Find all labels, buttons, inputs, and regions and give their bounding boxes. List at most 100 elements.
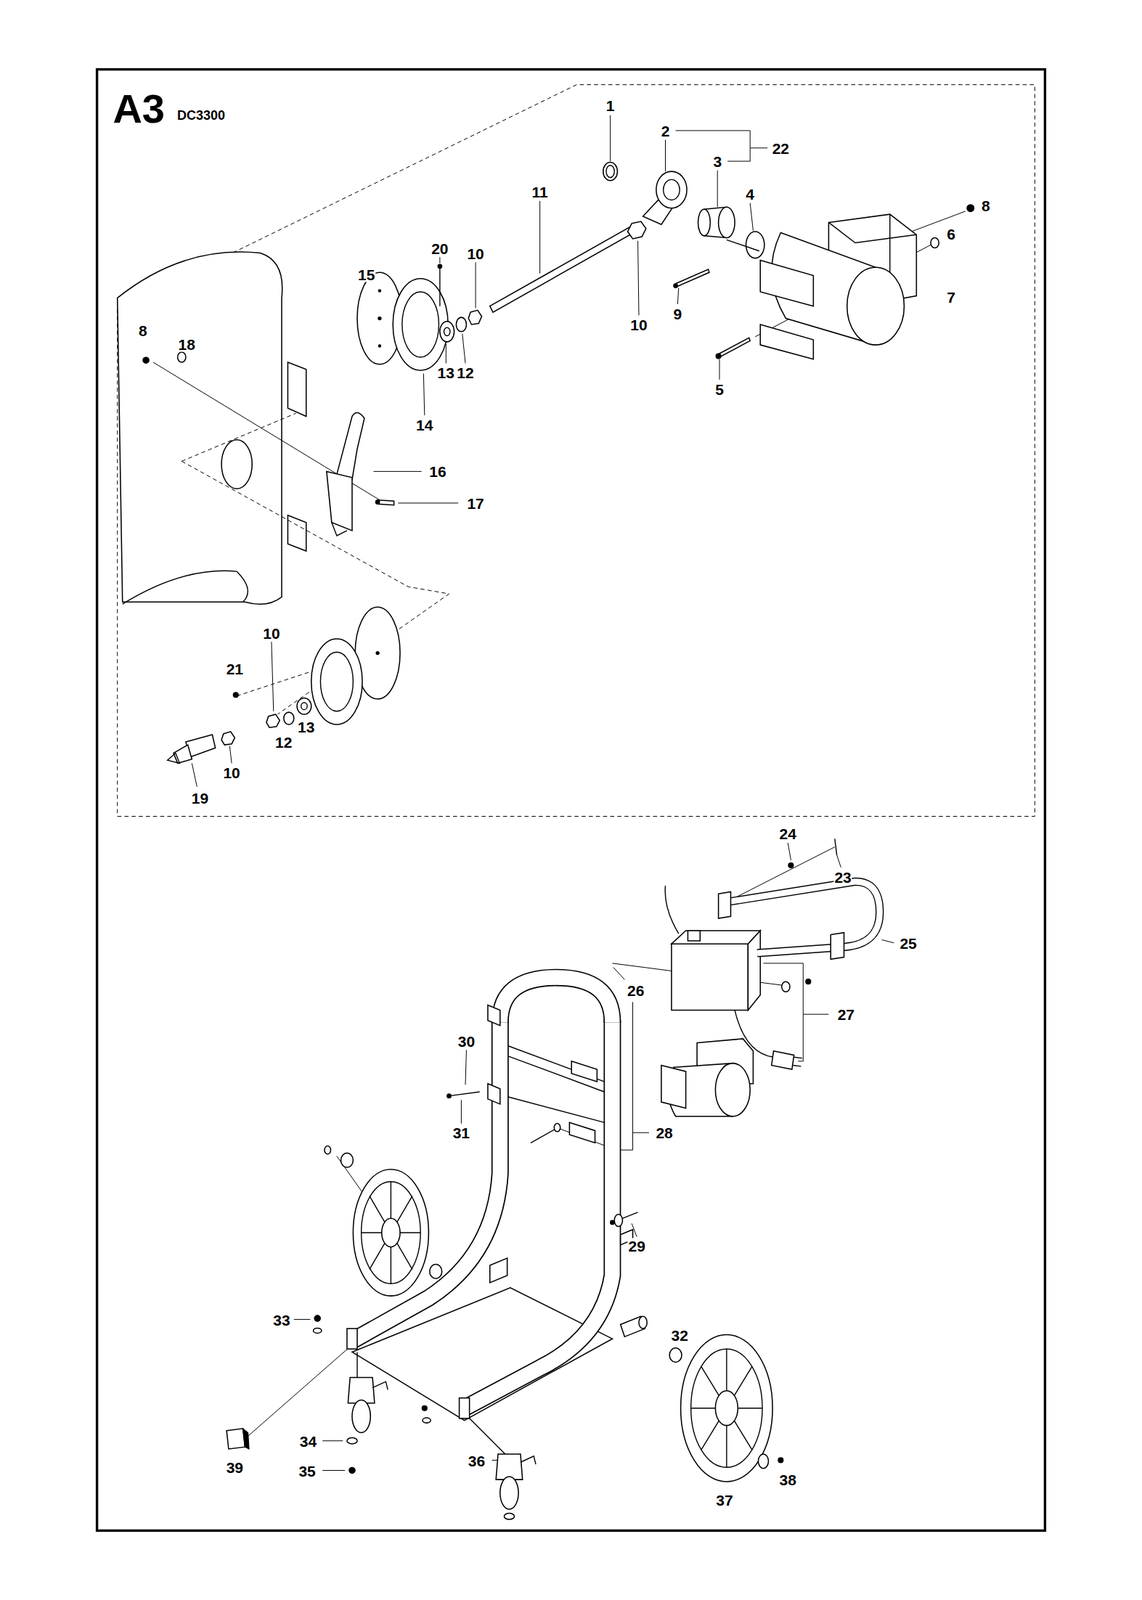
wheels-part (361, 1181, 422, 1285)
electrical-box-part (671, 943, 748, 1010)
drive-parts-part (715, 353, 721, 359)
leader-lines-part (609, 115, 611, 162)
callout-number: 8 (137, 323, 149, 339)
callout-number: 17 (466, 495, 485, 512)
leader-lines-part (719, 359, 721, 380)
cart-frame-part (352, 1020, 501, 1341)
flange-parts-part (455, 317, 467, 332)
flange-parts-part (439, 267, 440, 306)
callout-number: 28 (654, 1125, 674, 1141)
wheels-part (341, 1152, 354, 1168)
flange-parts-part (296, 697, 312, 714)
cart-frame-part (614, 1214, 623, 1227)
callout-number: 8 (980, 197, 991, 213)
wheels-part (429, 1264, 443, 1280)
callout-number: 10 (222, 765, 241, 781)
flange-parts-part (378, 316, 382, 320)
casters-part (347, 1377, 375, 1404)
callout-number: 2 (660, 122, 671, 138)
drive-parts-part (847, 267, 905, 345)
leader-lines-part (271, 641, 274, 712)
wheels-part (324, 1146, 331, 1155)
cart-frame-part (464, 1020, 613, 1409)
leader-lines (153, 115, 966, 1471)
leader-lines-part (465, 1049, 467, 1085)
drive-parts-part (726, 239, 760, 251)
cart-frame-part (530, 1128, 557, 1144)
electrical-box-part (781, 981, 790, 992)
tank (117, 251, 307, 605)
electrical-box-part (671, 930, 761, 944)
cart-frame-part (638, 1316, 647, 1329)
leader-lines-part (322, 1441, 345, 1471)
casters-part (500, 1476, 519, 1510)
flange-parts-part (311, 638, 363, 725)
flange-parts-part (320, 651, 353, 712)
callout-number: 39 (225, 1459, 244, 1476)
callout-number: 13 (296, 718, 316, 734)
drive-parts-part (673, 283, 679, 289)
callout-number: 22 (771, 140, 790, 156)
callout-number: 21 (225, 660, 244, 676)
callout-number: 34 (299, 1433, 318, 1449)
electrical-box-part (805, 979, 811, 985)
cart-frame-part (490, 1258, 508, 1283)
flange-parts-part (437, 264, 443, 269)
callout-number: 33 (272, 1311, 291, 1328)
flange-parts-part (301, 702, 308, 711)
casters-part (421, 1405, 427, 1411)
cart-frame-part (569, 1122, 595, 1143)
casters-part (520, 1456, 536, 1465)
cart-frame-part (464, 1020, 613, 1409)
leader-lines-part (837, 855, 842, 868)
callout-number: 9 (673, 305, 684, 321)
electrical-box-part (771, 1051, 795, 1070)
callout-number: 18 (177, 336, 197, 352)
electrical-box-part (665, 885, 679, 934)
callout-number: 12 (455, 365, 475, 381)
casters-part (469, 1418, 506, 1455)
cart-frame-part (347, 1328, 358, 1349)
callout-number: 10 (629, 317, 648, 333)
callout-number: 5 (714, 381, 725, 397)
wheels-part (361, 1181, 422, 1285)
flange-parts-part (336, 412, 365, 480)
leader-lines-part (677, 287, 679, 304)
leader-lines-part (787, 842, 791, 861)
flange-parts-part (283, 712, 295, 725)
leader-lines-part (461, 1099, 462, 1124)
flange-parts-part (378, 289, 381, 292)
drive-parts-part (603, 161, 618, 181)
leader-lines-part (229, 746, 232, 764)
flange-parts-part (167, 752, 181, 764)
callout-number: 36 (467, 1452, 486, 1468)
callout-number: 38 (778, 1472, 798, 1488)
leader-lines-part (294, 1319, 311, 1320)
casters-part (372, 1381, 388, 1390)
sheet-title: A3 (112, 88, 165, 130)
callout-number: 1 (605, 97, 616, 113)
cart-frame-part (610, 1220, 615, 1225)
drive-parts-part (746, 231, 765, 259)
wheels-part (669, 1348, 682, 1363)
casters-part (495, 1454, 523, 1480)
page-border (97, 69, 1046, 1532)
callout-number: 29 (627, 1238, 646, 1254)
callout-number: 16 (428, 463, 447, 480)
cart-frame-part (500, 977, 613, 1023)
flange-parts (143, 264, 483, 764)
drive-parts-part (675, 269, 710, 287)
drive-parts-part (760, 324, 814, 360)
flange-parts-part (233, 692, 239, 698)
casters-part (356, 1351, 358, 1378)
electrical-box-part (718, 892, 732, 920)
cart-frame-part (487, 1083, 501, 1105)
drive-parts-part (663, 179, 680, 200)
callout-number: 23 (833, 869, 852, 885)
casters-part (503, 1513, 515, 1520)
electrical-box-part (830, 932, 844, 960)
drive-parts-part (760, 259, 814, 306)
leader-lines-part (244, 1345, 353, 1439)
